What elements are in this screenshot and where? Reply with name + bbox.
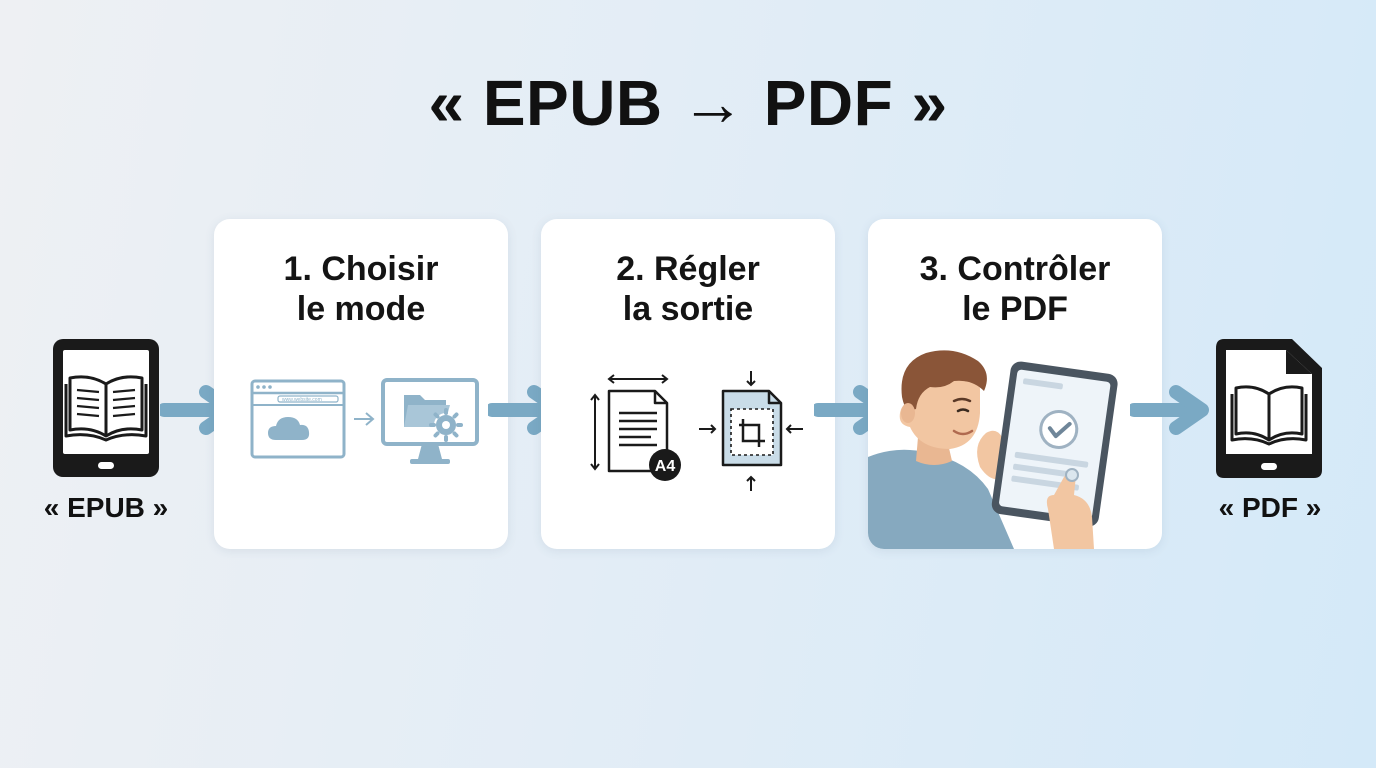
person-checking-tablet-illustration <box>868 350 1118 549</box>
check-icon <box>1047 421 1072 439</box>
desktop-folder-settings-icon <box>381 378 479 464</box>
small-arrow-icon <box>354 412 375 426</box>
step-card-1: 1. Choisir le mode www.website.com <box>214 219 508 549</box>
step-title: 2. Régler la sortie <box>616 250 760 328</box>
browser-cloud-icon: www.website.com <box>250 379 346 459</box>
crop-margins-icon <box>699 371 803 491</box>
target-label: « PDF » <box>1218 492 1322 523</box>
page-title: « EPUB → PDF » <box>428 67 948 139</box>
pdf-tablet-icon <box>1216 339 1322 478</box>
flow-arrow <box>1130 385 1209 435</box>
source-label: « EPUB » <box>43 492 169 523</box>
browser-url: www.website.com <box>282 397 322 403</box>
step-title: 3. Contrôler le PDF <box>919 250 1111 328</box>
step-title: 1. Choisir le mode <box>283 250 439 328</box>
step-card-3: 3. Contrôler le PDF <box>868 219 1162 549</box>
a4-page-size-icon: A4 <box>590 374 681 481</box>
a4-badge: A4 <box>655 458 676 475</box>
ebook-reader-icon <box>53 339 159 477</box>
step-card-2: 2. Régler la sortie A4 <box>541 219 835 549</box>
